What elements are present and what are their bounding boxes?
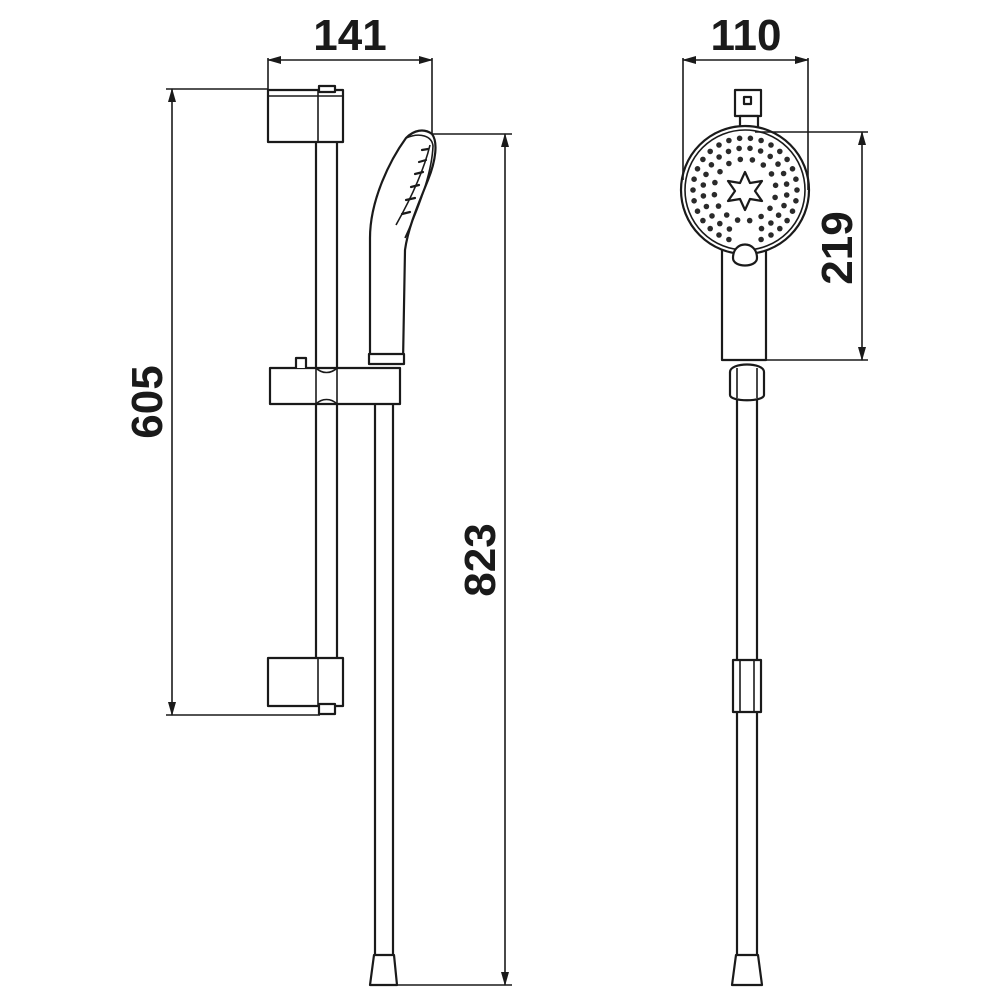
dimension-head-height-219: 219: [755, 131, 868, 361]
nozzle-dot: [737, 156, 744, 163]
side-view: 141 605 823: [123, 11, 512, 987]
nozzle-dot: [736, 135, 743, 142]
nozzle-dot: [758, 213, 764, 220]
nozzle-dot: [708, 162, 715, 168]
hose-end-fitting: [368, 953, 399, 987]
dimension-label-141: 141: [313, 11, 386, 60]
nozzle-dot: [780, 170, 787, 177]
nozzle-dot: [691, 176, 697, 182]
hand-shower-side: [367, 129, 437, 366]
nozzle-dot: [789, 208, 796, 214]
nozzle-dot: [707, 225, 713, 232]
nozzle-dot: [694, 166, 701, 172]
nozzle-dot: [767, 153, 773, 160]
top-wall-bracket: [266, 84, 345, 144]
nozzle-dot: [772, 194, 778, 201]
bottom-wall-bracket: [266, 656, 345, 716]
dimension-label-605: 605: [123, 365, 172, 438]
nozzle-dot: [777, 148, 783, 155]
hose-end-fitting-front: [730, 953, 764, 987]
nozzle-dot: [703, 171, 709, 178]
nozzle-dot: [726, 226, 733, 232]
nozzle-dot: [775, 212, 782, 218]
dimension-label-110: 110: [711, 11, 782, 60]
nozzle-dot: [694, 208, 701, 214]
nozzle-dot: [768, 232, 774, 238]
slider-holder: [268, 356, 402, 406]
nozzle-dot: [725, 148, 732, 155]
spray-nozzles: [690, 135, 800, 243]
dimension-width-110: 110: [682, 11, 809, 190]
nozzle-dot: [716, 142, 722, 148]
dimension-label-219: 219: [813, 211, 862, 284]
nozzle-dot: [781, 202, 787, 209]
nozzle-dot: [734, 217, 741, 223]
nozzle-dot: [711, 191, 718, 198]
nozzle-dot: [757, 148, 764, 154]
center-star: [726, 170, 764, 212]
nozzle-dot: [784, 217, 790, 224]
nozzle-dot: [707, 148, 713, 155]
shower-hose: [373, 398, 395, 957]
front-view: 110 219: [679, 11, 868, 987]
nozzle-dot: [717, 168, 723, 175]
nozzle-dot: [767, 205, 773, 212]
nozzle-dot: [760, 162, 767, 168]
nozzle-dot: [777, 225, 783, 232]
nozzle-dot: [700, 217, 706, 224]
nozzle-dot: [746, 217, 753, 224]
nozzle-dot: [717, 220, 723, 227]
nozzle-dot: [793, 198, 799, 204]
nozzle-dot: [794, 187, 800, 193]
nozzle-dot: [783, 192, 790, 198]
nozzle-dot: [747, 135, 754, 142]
nozzle-dot: [726, 160, 732, 167]
nozzle-dot: [768, 142, 774, 148]
nozzle-dot: [749, 157, 756, 163]
nozzle-dot: [772, 182, 779, 189]
nozzle-dot: [736, 145, 742, 152]
nozzle-dot: [768, 171, 775, 177]
nozzle-dot: [775, 161, 781, 167]
nozzle-dot: [793, 176, 799, 182]
nozzle-dot: [700, 193, 707, 199]
nozzle-dot: [784, 156, 790, 163]
nozzle-dot: [700, 156, 706, 163]
nozzle-dot: [700, 182, 707, 188]
nozzle-dot: [726, 137, 732, 144]
dimension-width-141: 141: [267, 11, 433, 134]
slide-rail: [314, 138, 339, 702]
nozzle-dot: [747, 145, 753, 152]
nozzle-dot: [709, 213, 715, 219]
nozzle-dot: [768, 220, 774, 226]
nozzle-dot: [712, 179, 718, 186]
nozzle-dot: [789, 166, 796, 172]
nozzle-dot: [715, 203, 722, 209]
nozzle-dot: [723, 212, 730, 218]
nozzle-dot: [758, 225, 765, 232]
slider-holder-front: [728, 363, 766, 402]
nozzle-dot: [783, 181, 790, 187]
nozzle-dot: [758, 137, 764, 144]
dimension-total-height-823: 823: [397, 133, 512, 986]
nozzle-dot: [691, 198, 697, 204]
mode-button: [731, 243, 759, 267]
nozzle-dot: [726, 236, 732, 243]
nozzle-dot: [716, 154, 722, 160]
dimension-rail-height-605: 605: [123, 88, 320, 716]
hose-clip-front: [731, 658, 763, 714]
dimension-label-823: 823: [456, 523, 505, 596]
shower-head-front: [679, 124, 811, 267]
nozzle-dot: [716, 232, 722, 238]
nozzle-dot: [703, 203, 710, 210]
nozzle-dot: [758, 236, 764, 243]
nozzle-dot: [690, 187, 696, 193]
